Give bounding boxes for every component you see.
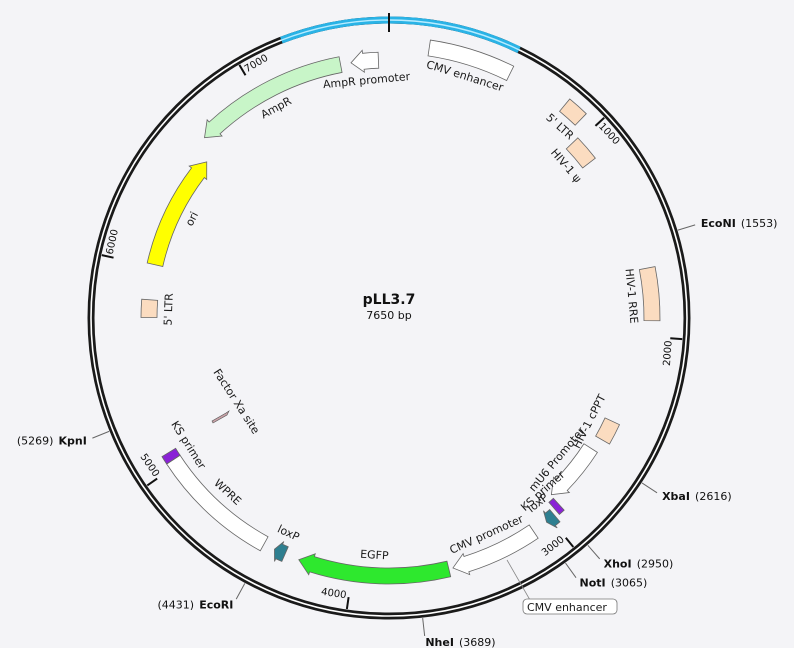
mu6-promoter: mU6 Promoter bbox=[526, 424, 598, 496]
ori-label: ori bbox=[183, 210, 201, 229]
site-pos-kpni: (5269) bbox=[17, 434, 54, 447]
site-label-nhei: NheI (3689) bbox=[425, 631, 495, 648]
site-econi: EcoNI (1553) bbox=[677, 212, 778, 231]
site-pos-xbai: (2616) bbox=[695, 490, 732, 503]
ks-primer-1-shape bbox=[548, 497, 565, 515]
site-name-nhei: NheI bbox=[425, 636, 454, 648]
hiv1-psi-shape bbox=[565, 137, 596, 169]
site-name-noti: NotI bbox=[580, 577, 606, 590]
backbone-ring bbox=[87, 13, 691, 620]
ampr: AmpR bbox=[204, 56, 343, 139]
site-line-econi bbox=[677, 224, 696, 231]
site-line-xbai bbox=[641, 482, 658, 494]
tick-2000 bbox=[670, 337, 683, 341]
factor-xa-site-label: Factor Xa site bbox=[210, 367, 262, 437]
site-label-noti: NotI (3065) bbox=[580, 572, 648, 591]
site-label-xhoi: XhoI (2950) bbox=[604, 552, 674, 571]
site-label-kpni: (5269) KpnI bbox=[17, 429, 87, 448]
site-line-ecori bbox=[235, 583, 246, 600]
site-line-nhei bbox=[422, 618, 426, 637]
hiv1-cppt-shape bbox=[595, 417, 621, 445]
site-nhei: NheI (3689) bbox=[422, 618, 496, 648]
hiv1-rre: HIV-1 RRE bbox=[623, 266, 661, 324]
loxp-1-shape bbox=[543, 508, 561, 529]
site-pos-xhoi: (2950) bbox=[637, 557, 674, 570]
cmv-enhancer: CMV enhancer bbox=[425, 39, 515, 94]
hiv1-psi: HIV-1 ψ bbox=[548, 137, 596, 185]
ltr-5-top: 5' LTR bbox=[543, 98, 587, 143]
highlighted-region-gap bbox=[281, 19, 520, 51]
tick-3000 bbox=[565, 537, 575, 548]
tick-1000 bbox=[594, 116, 605, 127]
tick-6000 bbox=[101, 254, 114, 259]
tick-label-2000: 2000 bbox=[662, 340, 675, 366]
plasmid-size: 7650 bp bbox=[366, 309, 411, 322]
site-noti: NotI (3065) bbox=[565, 562, 648, 591]
cmv-promoter-shape bbox=[452, 524, 539, 576]
site-pos-ecori: (4431) bbox=[158, 598, 195, 611]
site-name-kpni: KpnI bbox=[59, 434, 87, 447]
ks-primer-2-shape bbox=[161, 447, 181, 465]
site-xhoi: XhoI (2950) bbox=[587, 544, 674, 571]
site-xbai: XbaI (2616) bbox=[641, 482, 732, 504]
tick-label-4000: 4000 bbox=[320, 587, 347, 602]
hiv1-rre-label: HIV-1 RRE bbox=[623, 268, 641, 324]
factor-xa-site-arrow bbox=[211, 410, 230, 424]
site-line-kpni bbox=[92, 430, 110, 439]
ltr-5-left-label: 5' LTR bbox=[162, 293, 176, 326]
site-kpni: (5269) KpnI bbox=[17, 429, 110, 448]
loxp-2-label: loxP bbox=[275, 522, 301, 544]
ltr-5-top-shape bbox=[559, 98, 587, 126]
loxp-2-shape bbox=[274, 541, 289, 562]
factor-xa-site: Factor Xa site bbox=[210, 367, 262, 437]
cmv-enhancer-boxed-frame bbox=[522, 598, 618, 615]
cmv-enhancer-boxed-leader bbox=[506, 559, 531, 601]
ori-shape bbox=[146, 161, 208, 267]
tick-label-5000: 5000 bbox=[138, 452, 162, 479]
site-label-ecori: (4431) EcoRI bbox=[158, 593, 234, 612]
ampr-shape bbox=[204, 56, 343, 139]
ltr-5-left-shape bbox=[140, 298, 159, 318]
cmv-promoter: CMV promoter bbox=[448, 512, 539, 576]
ampr-promoter-shape bbox=[350, 49, 380, 74]
plasmid-name: pLL3.7 bbox=[363, 292, 416, 308]
site-label-xbai: XbaI (2616) bbox=[662, 485, 732, 504]
site-line-xhoi bbox=[587, 544, 601, 560]
site-label-econi: EcoNI (1553) bbox=[701, 212, 778, 231]
hiv1-rre-shape bbox=[638, 266, 661, 322]
ltr-5-left: 5' LTR bbox=[140, 293, 176, 326]
cmv-enhancer-boxed: CMV enhancer bbox=[506, 559, 618, 615]
site-ecori: (4431) EcoRI bbox=[158, 583, 246, 612]
site-pos-econi: (1553) bbox=[741, 217, 778, 230]
egfp: EGFP bbox=[298, 548, 452, 585]
site-pos-nhei: (3689) bbox=[459, 636, 496, 648]
restriction-sites: EcoNI (1553)XbaI (2616)XhoI (2950)NotI (… bbox=[17, 212, 778, 648]
cmv-enhancer-boxed-label: CMV enhancer bbox=[527, 601, 607, 614]
site-name-ecori: EcoRI bbox=[199, 598, 233, 611]
tick-4000 bbox=[345, 596, 350, 610]
tick-5000 bbox=[146, 477, 158, 487]
site-name-econi: EcoNI bbox=[701, 217, 736, 230]
cmv-enhancer-shape bbox=[427, 39, 515, 82]
site-pos-noti: (3065) bbox=[611, 577, 648, 590]
tick-label-3000: 3000 bbox=[540, 534, 567, 559]
egfp-label: EGFP bbox=[360, 548, 390, 563]
tick-label-6000: 6000 bbox=[105, 228, 121, 255]
site-line-noti bbox=[565, 562, 577, 578]
egfp-shape bbox=[298, 553, 452, 585]
mu6-promoter-shape bbox=[550, 443, 598, 496]
tick-7000 bbox=[238, 64, 247, 76]
site-name-xhoi: XhoI bbox=[604, 557, 632, 570]
ori: ori bbox=[146, 161, 208, 267]
site-name-xbai: XbaI bbox=[662, 490, 690, 503]
loxp-2: loxP bbox=[274, 522, 302, 562]
